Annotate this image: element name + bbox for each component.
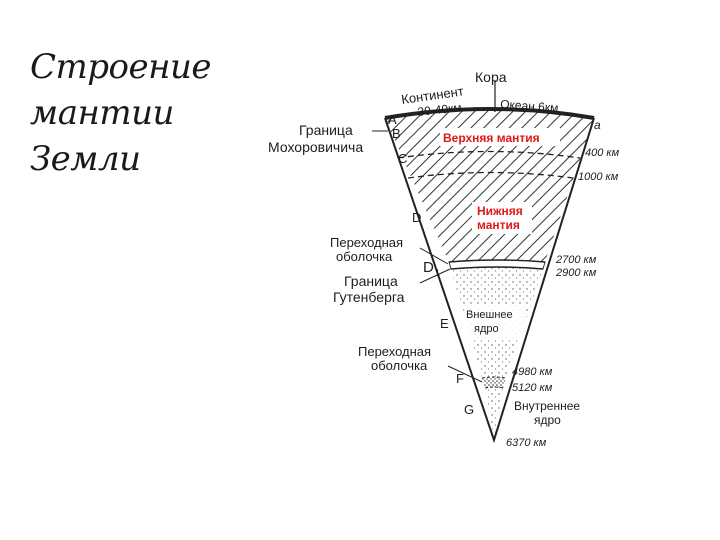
lower-mantle-label-2: мантия: [477, 218, 520, 232]
transition2-label-2: оболочка: [371, 358, 428, 373]
depth-2700: 2700 км: [555, 254, 597, 266]
outer-core-label-1: Внешнее: [466, 309, 513, 321]
lower-mantle-label-1: Нижняя: [477, 204, 523, 218]
letter-c: C: [398, 151, 407, 166]
moho-label-2: Мохоровичича: [268, 139, 363, 155]
inner-core-label-1: Внутреннее: [514, 399, 580, 413]
inner-core-label-2: ядро: [534, 413, 561, 427]
letter-d: D: [412, 210, 421, 225]
transition1-label-2: оболочка: [336, 249, 393, 264]
letter-e: E: [440, 316, 449, 331]
letter-a: A: [388, 112, 397, 127]
letter-g: G: [464, 402, 474, 417]
depth-4980: 4980 км: [512, 366, 553, 378]
crust-label: Кора: [475, 69, 507, 85]
depth-400: 400 км: [585, 147, 620, 159]
letter-d1-sub: 1: [435, 268, 440, 278]
letter-b: B: [392, 126, 401, 141]
depth-5120: 5120 км: [512, 382, 553, 394]
transition2-label-1: Переходная: [358, 344, 431, 359]
letter-ocean-a: a: [594, 118, 601, 132]
outer-core-label-2: ядро: [474, 323, 499, 335]
inner-core-region: [485, 387, 503, 440]
depth-2900: 2900 км: [555, 267, 597, 279]
transition-shell-f: [482, 377, 506, 388]
upper-mantle-label: Верхняя мантия: [443, 131, 540, 145]
moho-label-1: Граница: [299, 122, 353, 138]
transition2-leader: [448, 366, 482, 382]
letter-d1: D: [423, 259, 434, 276]
depth-6370: 6370 км: [506, 437, 547, 449]
gutenberg-label-2: Гутенберга: [333, 289, 405, 305]
depth-1000: 1000 км: [578, 171, 619, 183]
gutenberg-label-1: Граница: [344, 273, 398, 289]
transition1-label-1: Переходная: [330, 235, 403, 250]
